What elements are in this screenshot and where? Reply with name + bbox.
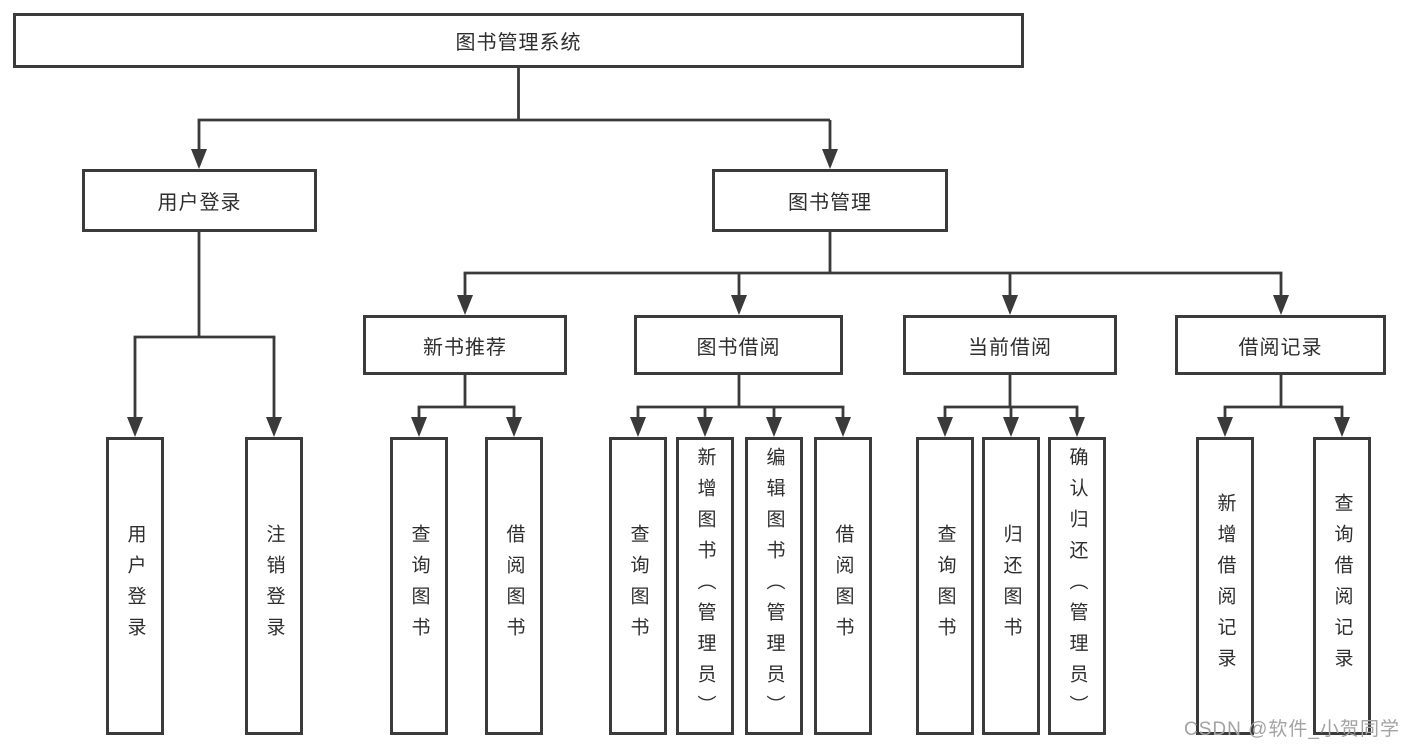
node-book-management-label: 图书管理 <box>788 192 872 214</box>
leaf-rec-query-books-label: 查询图书 <box>408 524 430 648</box>
leaf-borrow-add-books-admin-label: 新增图书（管理员） <box>694 446 716 726</box>
leaf-borrow-add-books-admin: 新增图书（管理员） <box>676 437 734 735</box>
leaf-records-add-record: 新增借阅记录 <box>1196 437 1254 735</box>
node-borrowing-records-label: 借阅记录 <box>1238 336 1323 359</box>
leaf-borrow-query-books: 查询图书 <box>609 437 667 735</box>
leaf-logout-label: 注销登录 <box>263 524 285 648</box>
leaf-user-login-label: 用户登录 <box>124 524 146 648</box>
arrowheads <box>127 149 1350 437</box>
node-root-label: 图书管理系统 <box>455 32 582 54</box>
node-user-login: 用户登录 <box>82 169 317 232</box>
leaf-logout: 注销登录 <box>245 437 303 735</box>
leaf-current-query-books-label: 查询图书 <box>934 524 956 648</box>
leaf-records-add-record-label: 新增借阅记录 <box>1214 493 1236 679</box>
leaf-current-return-books: 归还图书 <box>982 437 1040 735</box>
leaf-current-confirm-return-admin: 确认归还（管理员） <box>1048 437 1106 735</box>
leaf-borrow-borrow-books-label: 借阅图书 <box>832 524 854 648</box>
node-book-borrowing: 图书借阅 <box>634 315 843 375</box>
leaf-borrow-borrow-books: 借阅图书 <box>814 437 872 735</box>
node-borrowing-records: 借阅记录 <box>1175 315 1386 375</box>
node-book-management: 图书管理 <box>712 169 948 232</box>
leaf-current-confirm-return-admin-label: 确认归还（管理员） <box>1066 446 1088 726</box>
leaf-records-query-record-label: 查询借阅记录 <box>1331 493 1353 679</box>
node-root-system: 图书管理系统 <box>13 13 1024 68</box>
node-new-book-recommend-label: 新书推荐 <box>423 336 507 359</box>
leaf-borrow-query-books-label: 查询图书 <box>627 524 649 648</box>
leaf-current-return-books-label: 归还图书 <box>1000 524 1022 648</box>
leaf-user-login: 用户登录 <box>106 437 164 735</box>
node-book-borrowing-label: 图书借阅 <box>696 336 781 359</box>
watermark: CSDN @软件_小贺同学 <box>1184 719 1400 740</box>
leaf-rec-query-books: 查询图书 <box>390 437 448 735</box>
node-user-login-label: 用户登录 <box>157 192 242 214</box>
leaf-current-query-books: 查询图书 <box>916 437 974 735</box>
node-new-book-recommend: 新书推荐 <box>363 315 567 375</box>
leaf-rec-borrow-books: 借阅图书 <box>485 437 543 735</box>
node-current-borrowing: 当前借阅 <box>903 315 1117 375</box>
leaf-borrow-edit-books-admin-label: 编辑图书（管理员） <box>763 446 785 726</box>
node-current-borrowing-label: 当前借阅 <box>968 336 1052 359</box>
leaf-rec-borrow-books-label: 借阅图书 <box>503 524 525 648</box>
leaf-records-query-record: 查询借阅记录 <box>1313 437 1371 735</box>
leaf-borrow-edit-books-admin: 编辑图书（管理员） <box>745 437 803 735</box>
